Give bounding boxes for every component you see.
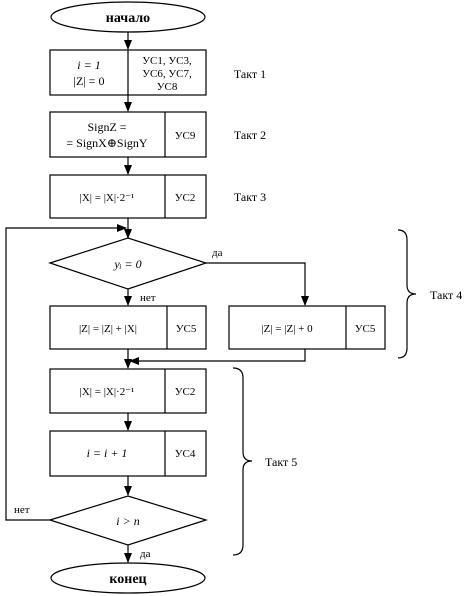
step3-signal: УС2 (175, 192, 196, 204)
step2-op-line1: SignZ = (87, 120, 126, 134)
decision1-condition: yᵢ = 0 (113, 257, 141, 271)
step7-signal: УС4 (175, 448, 196, 460)
decision1-yes-label: да (212, 247, 223, 259)
arrow-step5b-merge (129, 349, 306, 365)
tact4-label: Такт 4 (430, 288, 462, 302)
step3-op: |X| = |X|·2⁻¹ (80, 192, 135, 204)
decision2-condition: i > n (116, 514, 139, 528)
step1-signal-1: УС1, УС3, (142, 55, 192, 67)
step2-op-line2: = SignX⊕SignY (66, 136, 148, 150)
decision2-block: i > n нет да (14, 495, 209, 560)
step1-op-line2: |Z| = 0 (74, 74, 105, 88)
step7-block: i = i + 1 УС4 (49, 430, 207, 477)
start-label: начало (106, 11, 150, 26)
step1-op-line1: i = 1 (77, 58, 100, 72)
decision2-yes-label: да (140, 548, 151, 560)
step7-op: i = i + 1 (87, 446, 128, 460)
step5a-signal: УС5 (176, 323, 197, 335)
step5a-block: |Z| = |Z| + |X| УС5 (49, 305, 207, 350)
tact1-label: Такт 1 (234, 67, 266, 81)
step2-block: SignZ = = SignX⊕SignY УС9 Такт 2 (49, 111, 266, 158)
arrow-dec2-no-loop (5, 224, 127, 521)
step5b-block: |Z| = |Z| + 0 УС5 (228, 305, 386, 350)
step1-block: i = 1 |Z| = 0 УС1, УС3, УС6, УС7, УС8 Та… (49, 49, 266, 96)
connectors (5, 32, 309, 563)
tact5-label: Такт 5 (265, 455, 297, 469)
tact2-label: Такт 2 (234, 128, 266, 142)
step6-op: |X| = |X|·2⁻¹ (80, 386, 135, 398)
step5a-op: |Z| = |Z| + |X| (79, 323, 137, 335)
decision1-no-label: нет (140, 292, 156, 304)
step3-block: |X| = |X|·2⁻¹ УС2 Такт 3 (49, 174, 266, 219)
step5b-signal: УС5 (355, 323, 376, 335)
step2-signal: УС9 (175, 130, 196, 142)
decision2-no-label: нет (14, 504, 30, 516)
step1-signal-2: УС6, УС7, (142, 68, 192, 80)
arrow-dec1-yes (206, 262, 309, 306)
decision1-block: yᵢ = 0 да нет (48, 237, 223, 304)
tact5-brace: Такт 5 (232, 367, 297, 556)
step6-block: |X| = |X|·2⁻¹ УС2 (49, 368, 207, 414)
step5b-op: |Z| = |Z| + 0 (261, 323, 313, 335)
tact3-label: Такт 3 (234, 190, 266, 204)
end-terminator: конец (50, 562, 206, 594)
tact4-brace: Такт 4 (397, 229, 462, 359)
step1-signal-3: УС8 (157, 81, 178, 93)
step6-signal: УС2 (175, 386, 196, 398)
end-label: конец (109, 572, 146, 587)
start-terminator: начало (50, 1, 206, 33)
